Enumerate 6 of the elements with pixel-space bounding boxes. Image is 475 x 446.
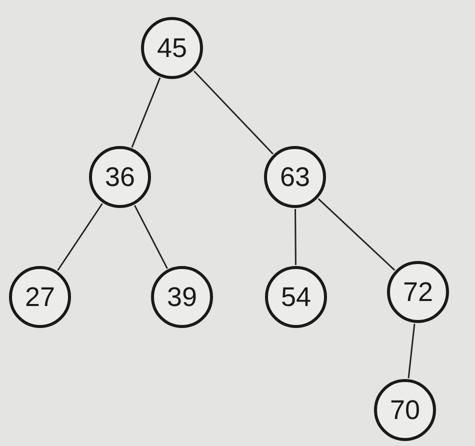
connector-line — [57, 203, 103, 271]
connector-line — [408, 324, 416, 378]
connector-line — [131, 77, 161, 148]
connector-line — [194, 70, 274, 154]
connector-line — [294, 209, 296, 265]
connector-line — [318, 198, 396, 271]
